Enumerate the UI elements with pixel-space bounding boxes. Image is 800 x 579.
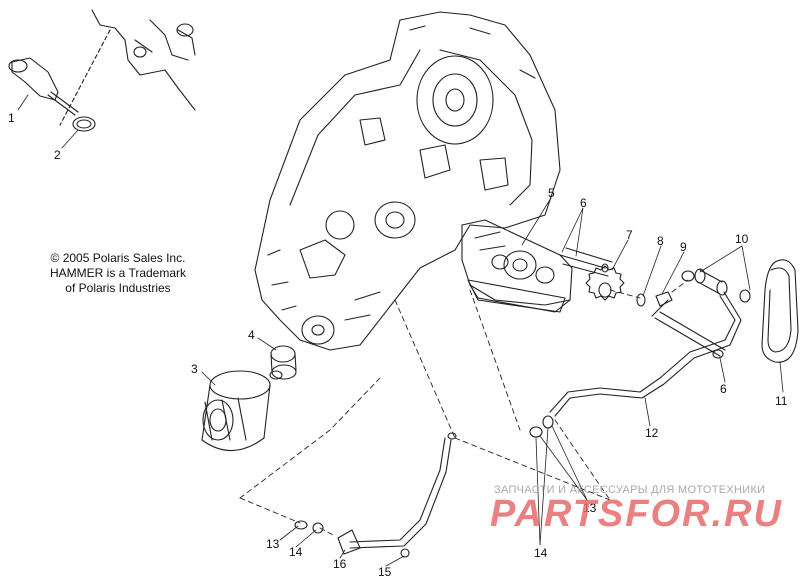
callout-13: 13 [266, 537, 280, 551]
callout-8: 8 [657, 234, 664, 248]
washer-and-bolt [636, 291, 673, 317]
drive-chain [761, 259, 799, 363]
copyright-notice: © 2005 Polaris Sales Inc. HAMMER is a Tr… [18, 251, 218, 296]
callout-3: 3 [191, 362, 198, 376]
assembly-lines [239, 279, 689, 537]
callout-14: 14 [289, 545, 303, 559]
callout-15: 15 [378, 565, 392, 579]
callout-16: 16 [333, 557, 347, 571]
callout-11: 11 [775, 394, 788, 408]
dipstick-detail [8, 9, 196, 132]
callout-5: 5 [548, 186, 555, 200]
callout-4: 4 [248, 328, 255, 342]
callout-13b: 13 [583, 501, 597, 515]
engine-crankcase [254, 11, 561, 351]
callout-labels: 1 2 3 4 5 6 7 8 9 10 11 12 6 13 14 13 14… [8, 111, 788, 579]
callout-9: 9 [680, 240, 687, 254]
callout-7: 7 [626, 228, 633, 242]
copyright-line-2: HAMMER is a Trademark [49, 266, 187, 280]
callout-10: 10 [735, 232, 749, 246]
pump-bolts [559, 247, 613, 277]
callout-14b: 14 [534, 546, 548, 560]
leader-lines [17, 94, 784, 567]
copyright-line-3: of Polaris Industries [65, 281, 171, 295]
oil-line-upper [549, 291, 742, 417]
o-rings [681, 268, 751, 303]
copyright-line-1: © 2005 Polaris Sales Inc. [50, 251, 186, 265]
watermark-brand: PARTSFOR.RU [490, 493, 783, 535]
oil-filter [201, 370, 271, 452]
filter-fitting [269, 345, 297, 380]
callout-6b: 6 [720, 382, 727, 396]
callout-6: 6 [580, 196, 587, 210]
callout-1: 1 [8, 111, 15, 125]
oil-line-lower [337, 432, 457, 555]
callout-2: 2 [54, 148, 61, 162]
watermark-subtitle: ЗАПЧАСТИ И АКСЕССУАРЫ ДЛЯ МОТОТЕХНИКИ [494, 484, 766, 496]
oil-pump [461, 219, 573, 313]
callout-12: 12 [645, 426, 659, 440]
